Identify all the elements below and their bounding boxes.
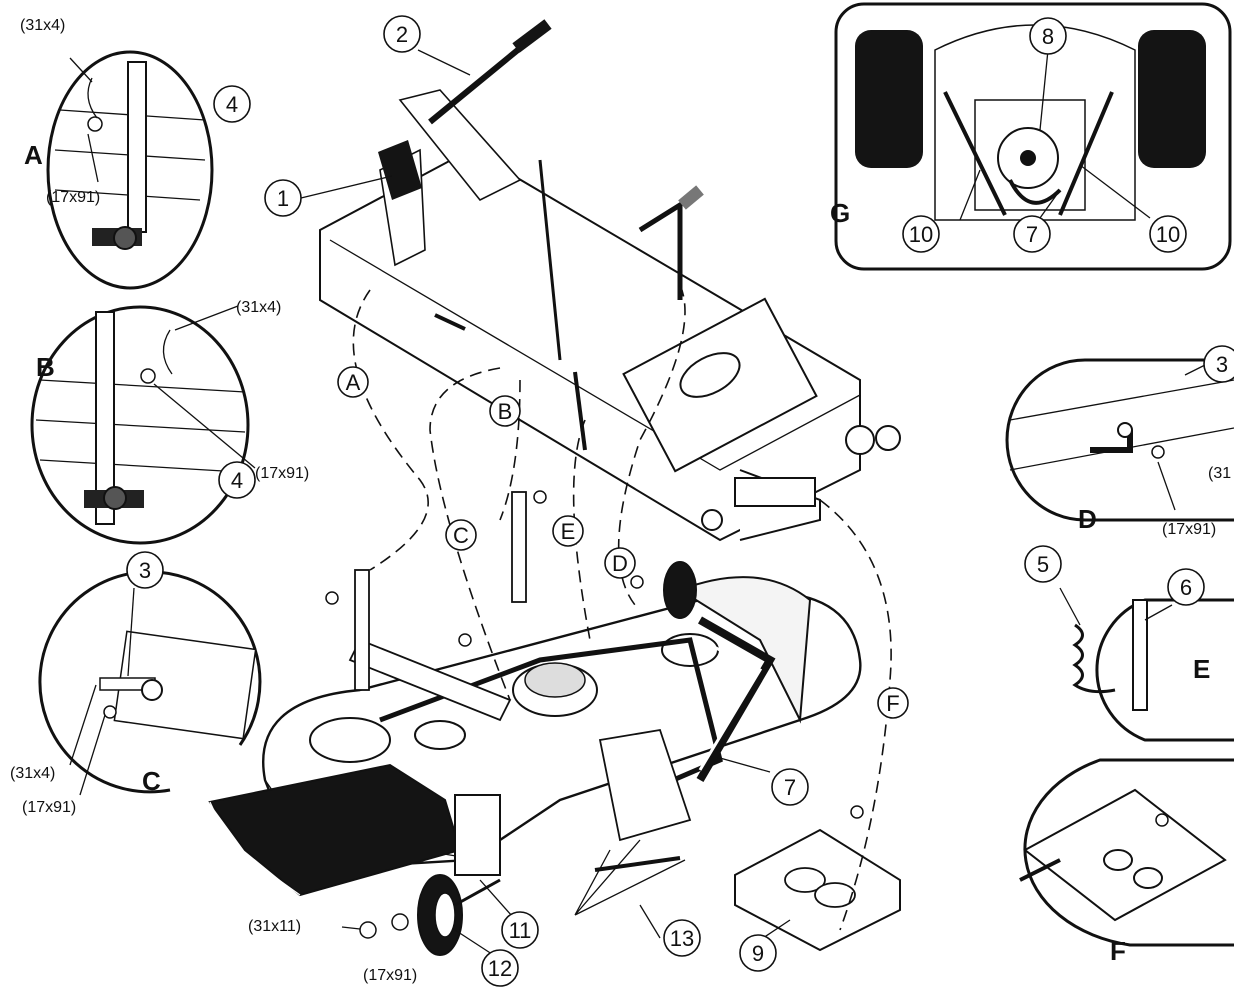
callout-8: 8 <box>1029 17 1067 55</box>
svg-text:4: 4 <box>226 92 238 117</box>
detail-letter-c: C <box>142 766 161 796</box>
code-pin-detail-d: (31 <box>1208 465 1231 482</box>
svg-text:6: 6 <box>1180 575 1192 600</box>
code-washer-detail-d: (17x91) <box>1162 521 1216 538</box>
svg-text:F: F <box>886 691 899 716</box>
callout-11: 11 <box>501 911 539 949</box>
detail-letter-b: B <box>36 352 55 382</box>
path-letter-f: F <box>877 687 909 719</box>
svg-text:4: 4 <box>231 468 243 493</box>
detail-d <box>1005 358 1234 522</box>
svg-text:2: 2 <box>396 22 408 47</box>
callout-9: 9 <box>739 934 777 972</box>
tractor-frame <box>319 19 901 542</box>
svg-text:B: B <box>498 399 513 424</box>
detail-c <box>38 570 262 796</box>
svg-text:10: 10 <box>1156 222 1180 247</box>
code-pin-detail-b: (31x4) <box>236 299 281 316</box>
detail-f <box>1019 758 1234 947</box>
callout-10-right: 10 <box>1149 215 1187 253</box>
callout-3-detail-d: 3 <box>1203 345 1234 383</box>
svg-text:3: 3 <box>1216 352 1228 377</box>
callout-10-left: 10 <box>902 215 940 253</box>
detail-letter-a: A <box>24 140 43 170</box>
detail-letter-g: G <box>830 198 850 228</box>
svg-text:7: 7 <box>784 775 796 800</box>
callout-13: 13 <box>663 919 701 957</box>
code-washer-detail-b: (17x91) <box>255 465 309 482</box>
path-letter-a: A <box>337 366 369 398</box>
path-letter-c: C <box>445 519 477 551</box>
svg-text:C: C <box>453 523 469 548</box>
code-pin-detail-a: (31x4) <box>20 17 65 34</box>
callout-7-detail-g: 7 <box>1013 215 1051 253</box>
detail-e <box>1059 587 1234 742</box>
svg-text:7: 7 <box>1026 222 1038 247</box>
callout-3-detail-c: 3 <box>126 551 164 589</box>
svg-text:1: 1 <box>277 186 289 211</box>
svg-text:11: 11 <box>509 918 532 943</box>
code-pin-detail-c: (31x4) <box>10 765 55 782</box>
svg-text:13: 13 <box>670 926 694 951</box>
path-letter-d: D <box>604 547 636 579</box>
svg-text:9: 9 <box>752 941 764 966</box>
callout-5: 5 <box>1024 545 1062 583</box>
svg-text:10: 10 <box>909 222 933 247</box>
svg-text:E: E <box>561 519 576 544</box>
callout-2: 2 <box>383 15 421 53</box>
detail-letter-e: E <box>1193 654 1210 684</box>
callout-7-main: 7 <box>771 768 809 806</box>
mower-deck <box>208 490 901 956</box>
callout-12: 12 <box>481 949 519 987</box>
code-washer-wheel: (17x91) <box>363 967 417 984</box>
callout-4-detail-b: 4 <box>218 461 256 499</box>
svg-text:3: 3 <box>139 558 151 583</box>
callout-4-detail-a: 4 <box>213 85 251 123</box>
svg-text:D: D <box>612 551 628 576</box>
detail-letter-f: F <box>1110 936 1126 966</box>
detail-a <box>46 50 214 290</box>
path-letter-e: E <box>552 515 584 547</box>
path-letter-b: B <box>489 395 521 427</box>
code-washer-detail-c: (17x91) <box>22 799 76 816</box>
detail-letter-d: D <box>1078 504 1097 534</box>
code-washer-detail-a: (17x91) <box>46 189 100 206</box>
svg-text:12: 12 <box>488 956 512 981</box>
callout-6: 6 <box>1167 568 1205 606</box>
svg-text:8: 8 <box>1042 24 1054 49</box>
code-clip-wheel: (31x11) <box>248 918 301 935</box>
svg-text:A: A <box>346 370 361 395</box>
callout-1: 1 <box>264 179 302 217</box>
svg-text:5: 5 <box>1037 552 1049 577</box>
detail-b <box>30 305 256 545</box>
detail-g <box>834 2 1232 271</box>
